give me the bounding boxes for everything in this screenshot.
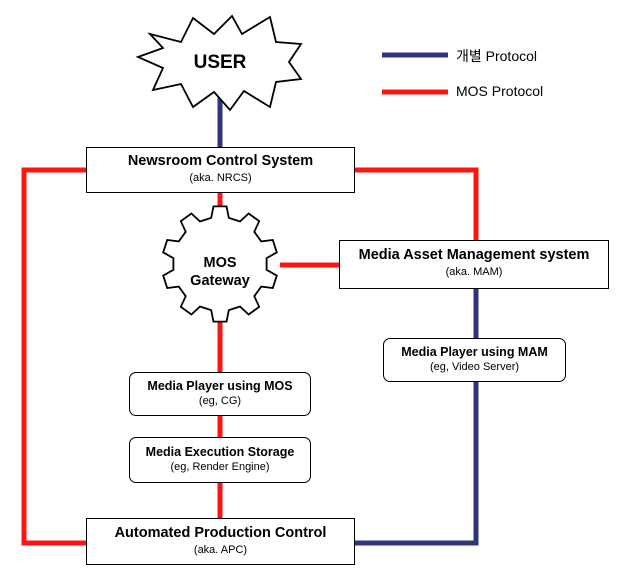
- apc-title: Automated Production Control: [114, 525, 327, 541]
- apc-box: Automated Production Control (aka. APC): [86, 518, 355, 565]
- line-nrcs-mam: [355, 167, 479, 240]
- mam-subtitle: (aka. MAM): [445, 265, 503, 278]
- line-player-mam-apc: [355, 382, 479, 546]
- player-mam-subtitle: (eg, Video Server): [429, 361, 520, 374]
- player-mos-box: Media Player using MOS (eg, CG): [129, 372, 311, 416]
- line-nrcs-apc-left: [21, 167, 86, 546]
- player-mam-title: Media Player using MAM: [401, 345, 548, 359]
- legend-label-mos: MOS Protocol: [456, 83, 544, 99]
- gateway-label-line1: MOS: [203, 255, 237, 271]
- user-label: USER: [193, 52, 247, 73]
- player-mos-title: Media Player using MOS: [147, 379, 293, 393]
- storage-subtitle: (eg, Render Engine): [170, 461, 270, 474]
- legend-label-individual: 개별 Protocol: [456, 48, 538, 64]
- gateway-gear-shape: [162, 205, 278, 323]
- gateway-label: MOS Gateway: [175, 254, 265, 290]
- player-mos-subtitle: (eg, CG): [198, 395, 242, 408]
- storage-title: Media Execution Storage: [145, 445, 295, 459]
- mam-box: Media Asset Management system (aka. MAM): [339, 240, 609, 289]
- storage-box: Media Execution Storage (eg, Render Engi…: [129, 437, 311, 483]
- nrcs-box: Newsroom Control System (aka. NRCS): [86, 147, 355, 193]
- mam-title: Media Asset Management system: [358, 247, 590, 263]
- user-burst-shape: [135, 14, 303, 112]
- apc-subtitle: (aka. APC): [193, 543, 248, 556]
- nrcs-subtitle: (aka. NRCS): [189, 171, 252, 184]
- nrcs-title: Newsroom Control System: [127, 153, 314, 169]
- gateway-label-line2: Gateway: [190, 273, 250, 289]
- player-mam-box: Media Player using MAM (eg, Video Server…: [383, 338, 566, 382]
